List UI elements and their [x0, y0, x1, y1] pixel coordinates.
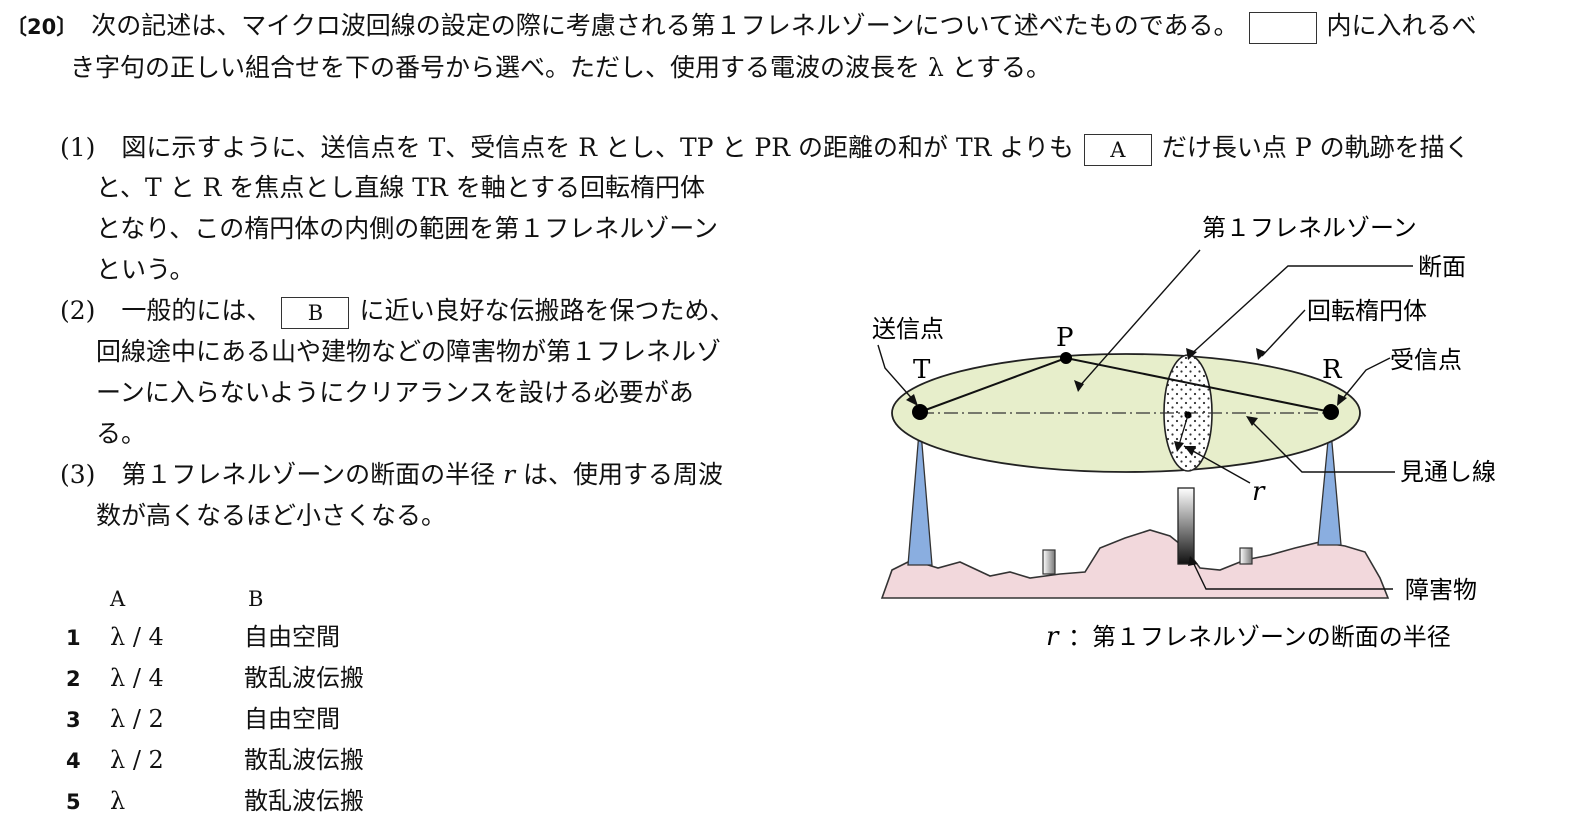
- choice-row-2[interactable]: 2 λ / 4 散乱波伝搬: [66, 658, 364, 699]
- box-b: B: [281, 296, 350, 329]
- label-los: 見通し線: [1400, 458, 1496, 486]
- label-tx: 送信点: [872, 315, 944, 343]
- item-1-text-1a: 図に示すように、送信点を T、受信点を R とし、TP と PR の距離の和が …: [121, 133, 1074, 162]
- item-3-line-1: (3) 第１フレネルゾーンの断面の半径 r は、使用する周波: [60, 459, 723, 491]
- choice-number: 3: [66, 708, 81, 732]
- choice-b: 自由空間: [244, 705, 340, 733]
- question-text-2: き字句の正しい組合せを下の番号から選べ。ただし、使用する電波の波長を λ とする…: [70, 53, 1051, 82]
- choice-b: 自由空間: [244, 623, 340, 651]
- path-tpr: [919, 356, 1332, 413]
- choice-a: λ / 4: [110, 623, 164, 651]
- item-2-label: (2): [60, 296, 96, 325]
- point-p: [1060, 352, 1072, 364]
- caption-r: r: [1046, 622, 1060, 652]
- caption-text: ：第１フレネルゾーンの断面の半径: [1068, 623, 1451, 651]
- item-3-text-2: 数が高くなるほど小さくなる。: [96, 501, 447, 530]
- choice-row-3[interactable]: 3 λ / 2 自由空間: [66, 699, 340, 740]
- section-center: [1184, 411, 1192, 419]
- item-2-text-1a: 一般的には、: [121, 296, 272, 325]
- blank-box: [1248, 11, 1317, 44]
- choice-b: 散乱波伝搬: [244, 746, 364, 774]
- choice-b: 散乱波伝搬: [244, 787, 364, 815]
- small-building-1: [1042, 549, 1056, 575]
- question-text-1a: 次の記述は、マイクロ波回線の設定の際に考慮される第１フレネルゾーンについて述べた…: [91, 11, 1239, 40]
- item-3-r: r: [503, 460, 516, 489]
- choice-row-4[interactable]: 4 λ / 2 散乱波伝搬: [66, 740, 364, 781]
- choice-number: 2: [66, 667, 81, 691]
- label-p: P: [1056, 323, 1074, 353]
- question-line-1: 〔20〕次の記述は、マイクロ波回線の設定の際に考慮される第１フレネルゾーンについ…: [6, 10, 1477, 44]
- label-section: 断面: [1418, 253, 1466, 281]
- item-3-text-1b: は、使用する周波: [523, 460, 724, 489]
- choices-header-a: A: [110, 587, 126, 611]
- item-1-text-1b: だけ長い点 P の軌跡を描く: [1161, 133, 1470, 162]
- label-fresnel: 第１フレネルゾーン: [1202, 214, 1417, 242]
- tower-r: [1317, 419, 1342, 546]
- choice-a: λ: [110, 787, 126, 815]
- item-1-text-2: と、T と R を焦点とし直線 TR を軸とする回転楕円体: [96, 173, 705, 202]
- item-1-text-4: という。: [96, 255, 195, 284]
- item-3-text-1a: 第１フレネルゾーンの断面の半径: [121, 460, 496, 489]
- point-t: [912, 404, 928, 420]
- item-1-text-3: となり、この楕円体の内側の範囲を第１フレネルゾーン: [96, 214, 719, 243]
- item-2-text-1b: に近い良好な伝搬路を保つため、: [359, 296, 735, 325]
- question-text-1b: 内に入れるべ: [1326, 11, 1477, 40]
- terrain: [880, 529, 1390, 599]
- question-number: 〔20〕: [6, 15, 78, 39]
- small-building-2: [1239, 547, 1253, 565]
- label-spheroid: 回転楕円体: [1307, 297, 1427, 325]
- cross-section: [1163, 354, 1213, 472]
- choice-number: 5: [66, 790, 81, 814]
- tower-t: [907, 419, 933, 566]
- item-1-label: (1): [60, 133, 96, 162]
- choice-a: λ / 4: [110, 664, 164, 692]
- label-t: T: [913, 355, 931, 385]
- obstacle-building: [1177, 487, 1195, 565]
- point-r: [1323, 404, 1339, 420]
- item-1-line-1: (1) 図に示すように、送信点を T、受信点を R とし、TP と PR の距離の…: [60, 132, 1470, 166]
- label-obstacle: 障害物: [1405, 576, 1477, 604]
- choice-number: 4: [66, 749, 81, 773]
- box-a: A: [1083, 133, 1152, 166]
- choice-a: λ / 2: [110, 746, 164, 774]
- item-2-line-1: (2) 一般的には、 B に近い良好な伝搬路を保つため、: [60, 295, 734, 329]
- label-r-point: R: [1322, 355, 1343, 385]
- choices-header-b: B: [248, 587, 264, 611]
- choice-b: 散乱波伝搬: [244, 664, 364, 692]
- choice-number: 1: [66, 626, 81, 650]
- choice-row-5[interactable]: 5 λ 散乱波伝搬: [66, 781, 364, 822]
- choice-row-1[interactable]: 1 λ / 4 自由空間: [66, 617, 340, 658]
- item-2-text-3: ーンに入らないようにクリアランスを設ける必要があ: [96, 378, 694, 407]
- choice-a: λ / 2: [110, 705, 164, 733]
- label-radius: r: [1252, 477, 1266, 507]
- label-rx: 受信点: [1390, 346, 1462, 374]
- item-2-text-2: 回線途中にある山や建物などの障害物が第１フレネルゾ: [96, 337, 722, 366]
- item-3-label: (3): [60, 460, 96, 489]
- item-2-text-4: る。: [96, 419, 147, 448]
- spheroid-ellipse: [891, 353, 1361, 473]
